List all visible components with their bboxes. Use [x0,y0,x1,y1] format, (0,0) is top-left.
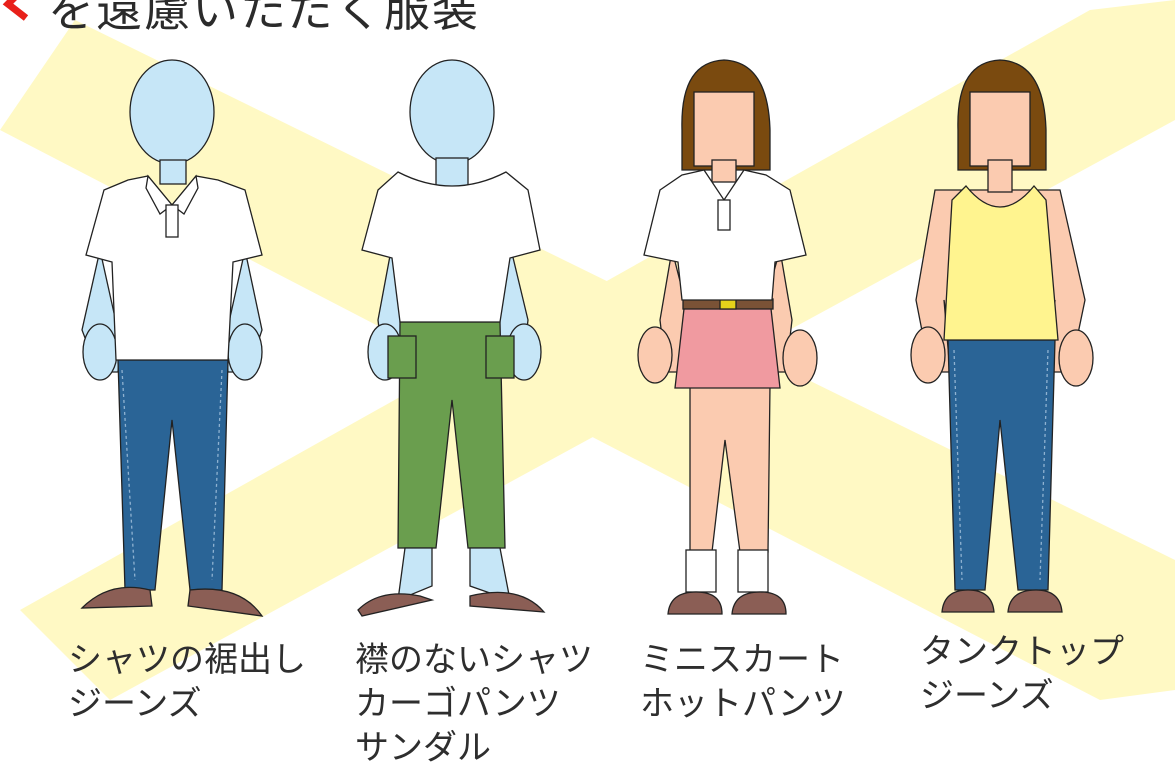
caption-line: 襟のないシャツ [355,640,593,680]
figure-2-collarless-cargo-sandals [357,59,546,617]
page-heading-text: を遠慮いただく服装 [48,0,480,37]
figure-1-caption: シャツの裾出し ジーンズ [68,638,306,726]
figure-4-caption: タンクトップ ジーンズ [920,630,1124,718]
caption-line: カーゴパンツ [355,684,561,724]
figure-4-tanktop-jeans [910,59,1094,613]
prohibition-x-mark [0,0,1175,700]
caption-line: ミニスカート [640,640,844,680]
figure-3-caption: ミニスカート ホットパンツ [640,638,846,726]
caption-line: ホットパンツ [640,684,846,724]
figure-1-untucked-shirt-jeans [80,59,264,617]
caption-line: タンクトップ [920,632,1124,672]
caption-line: ジーンズ [68,684,202,724]
figure-2-caption: 襟のないシャツ カーゴパンツ サンダル [355,638,593,770]
caption-line: サンダル [355,728,491,768]
figure-3-miniskirt [637,59,818,615]
caption-line: ジーンズ [920,676,1054,716]
caption-line: シャツの裾出し [68,640,306,680]
red-arrow-icon [2,0,29,21]
